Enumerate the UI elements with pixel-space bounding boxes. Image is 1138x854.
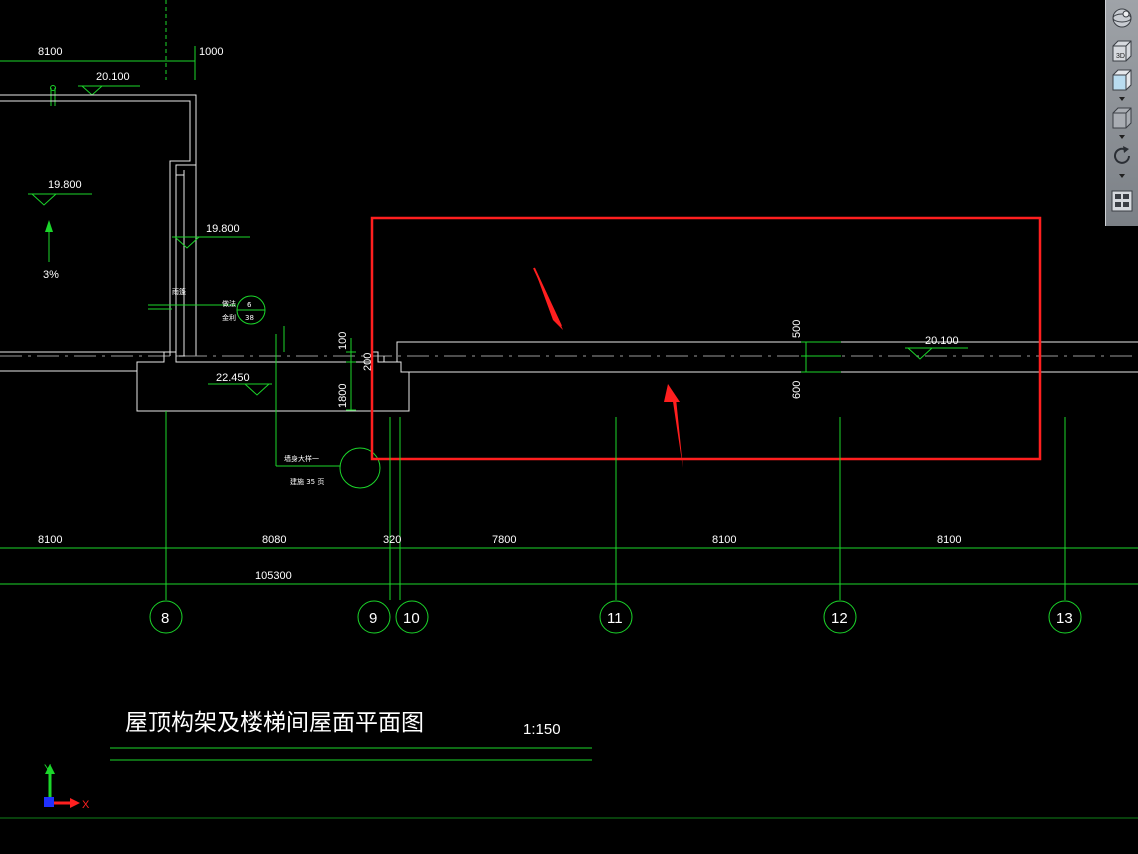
slope-label: 3% [43,269,59,281]
axis-label-8: 8 [161,610,169,627]
axis-label-11: 11 [607,610,623,627]
detail-ref-note-bottom: 金利 [222,313,236,322]
axis-bubble-9 [357,600,391,634]
total-dim: 105300 [255,570,292,582]
detail-ref-bottom: 38 [245,314,254,322]
detail-ref-top: 6 [247,301,252,309]
vdim-1800: 1800 [337,384,349,408]
parapet-block [136,351,410,412]
steering-wheel-icon[interactable] [1110,6,1134,30]
elev-marker-3 [174,236,200,249]
elev-19800-left: 19.800 [48,179,82,191]
navigation-bar: 3D [1105,0,1138,226]
ucs-origin [44,797,54,807]
elev-22450: 22.450 [216,372,250,384]
elev-marker-2 [31,193,57,206]
highlight-arrow-2-head [664,384,680,402]
chevron-down-icon[interactable] [1119,135,1125,139]
vdim-100: 100 [337,332,349,350]
highlight-arrow-1-shaft [533,267,562,327]
elev-marker-4 [244,383,270,396]
axis-bubble-13 [1048,600,1082,634]
pipe-symbol-head [50,85,56,91]
chevron-down-icon[interactable] [1119,97,1125,101]
bottom-dim-1: 8100 [38,534,62,546]
bottom-dim-3: 320 [383,534,401,546]
axis-label-9: 9 [369,610,377,627]
top-dim-1000: 1000 [199,46,223,58]
stair-wall-outer [0,94,197,357]
orbit-icon[interactable] [1110,144,1134,168]
axis-bubble-11 [599,600,633,634]
elev-marker-5 [907,347,933,360]
elev-20100-right: 20.100 [925,335,959,347]
axis-label-12: 12 [831,610,848,627]
wall-detail-note-1: 墙身大样一 [284,454,319,463]
vdim-600: 600 [791,381,803,399]
axis-label-10: 10 [403,610,420,627]
ucs-y-label: Y [44,763,52,775]
detail-ref-note-top: 做法 [222,299,236,308]
axis-bubble-12 [823,600,857,634]
canopy-label: 雨篷 [172,287,186,296]
vdim-500: 500 [791,320,803,338]
top-dim-8100: 8100 [38,46,62,58]
bottom-dim-4: 7800 [492,534,516,546]
axis-label-13: 13 [1056,610,1073,627]
view-front-icon[interactable] [1110,68,1134,92]
highlight-box [370,216,1042,461]
chevron-down-icon[interactable] [1119,174,1125,178]
ucs-x-label: X [82,799,90,811]
wall-detail-bubble [339,447,381,489]
view-cube-3d-icon[interactable]: 3D [1110,38,1134,62]
view-iso-icon[interactable] [1110,106,1134,130]
drawing-scale: 1:150 [523,721,561,738]
wall-detail-note-2: 建施 35 页 [290,477,324,486]
axis-bubble-8 [149,600,183,634]
svg-text:3D: 3D [1116,53,1125,60]
elev-19800-mid: 19.800 [206,223,240,235]
viewport-grid-icon[interactable] [1110,188,1134,212]
ucs-y-arrow [45,764,55,774]
slope-arrowhead [45,220,53,232]
bottom-dim-6: 8100 [937,534,961,546]
drawing-title: 屋顶构架及楼梯间屋面平面图 [125,710,424,736]
bottom-dim-5: 8100 [712,534,736,546]
bottom-dim-2: 8080 [262,534,286,546]
axis-bubble-10 [395,600,429,634]
ucs-x-arrow [70,798,80,808]
stair-wall-inner [0,100,191,356]
elev-20100-top: 20.100 [96,71,130,83]
roof-parapet-top [396,341,1138,362]
elev-marker [81,85,103,96]
